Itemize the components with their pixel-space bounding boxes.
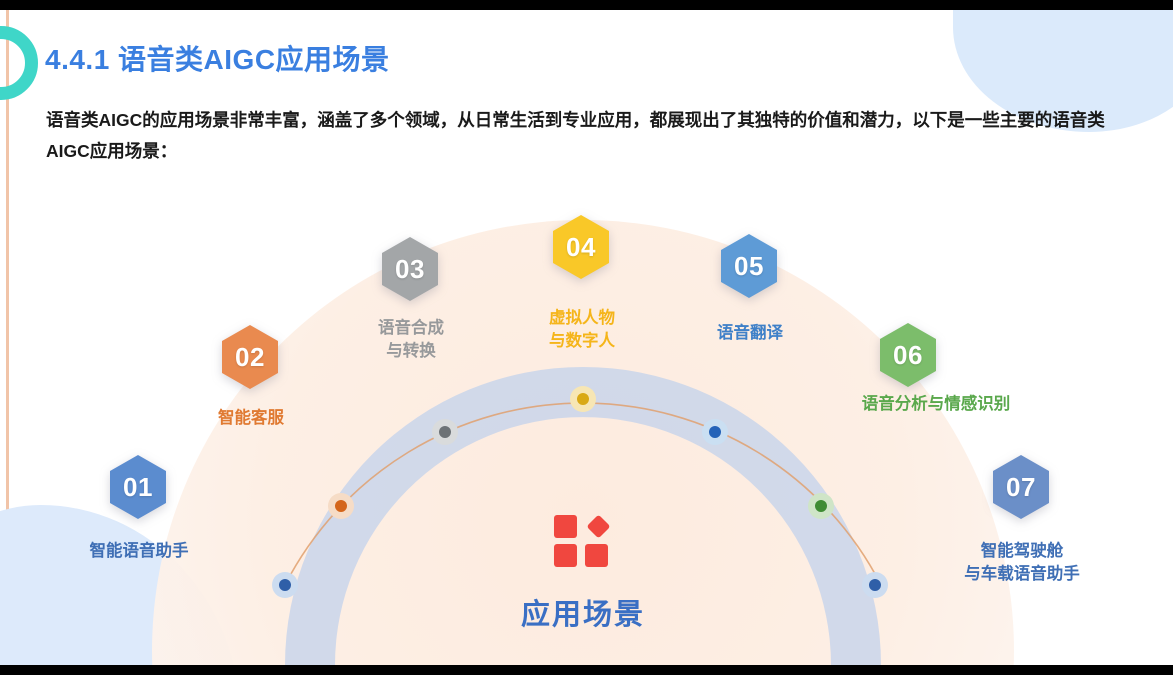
arc-dot-04 (570, 386, 596, 412)
center-title: 应用场景 (520, 599, 646, 631)
node-label-06: 语音分析与情感识别 (861, 395, 1011, 413)
node-label-03: 语音合成 与转换 (378, 319, 444, 360)
node-number-03: 03 (382, 237, 438, 301)
application-scenarios-diagram: 01 智能语音助手 02 智能客服 03 语音合成 与转换 04 虚拟人物 与数… (0, 185, 1173, 665)
arc-dot-01 (272, 572, 298, 598)
slide-page: 4.4.1 语音类AIGC应用场景 语音类AIGC的应用场景非常丰富，涵盖了多个… (0, 10, 1173, 665)
left-edge-rule (6, 10, 9, 665)
app-grid-icon (553, 514, 612, 569)
arc-dot-06 (808, 493, 834, 519)
node-label-05: 语音翻译 (717, 324, 783, 342)
arc-dot-07 (862, 572, 888, 598)
arc-dot-03 (432, 419, 458, 445)
node-label-07: 智能驾驶舱 与车载语音助手 (964, 542, 1080, 583)
page-title: 4.4.1 语音类AIGC应用场景 (45, 44, 390, 75)
inner-arch-band (285, 367, 881, 665)
node-label-04: 虚拟人物 与数字人 (549, 309, 615, 350)
node-label-02: 智能客服 (218, 409, 284, 427)
node-label-01: 智能语音助手 (89, 542, 189, 560)
teal-ring-decoration (0, 26, 38, 100)
arc-dot-05 (702, 419, 728, 445)
arc-dot-02 (328, 493, 354, 519)
diagram-center: 应用场景 (520, 514, 646, 633)
body-paragraph: 语音类AIGC的应用场景非常丰富，涵盖了多个领域，从日常生活到专业应用，都展现出… (46, 110, 1105, 161)
